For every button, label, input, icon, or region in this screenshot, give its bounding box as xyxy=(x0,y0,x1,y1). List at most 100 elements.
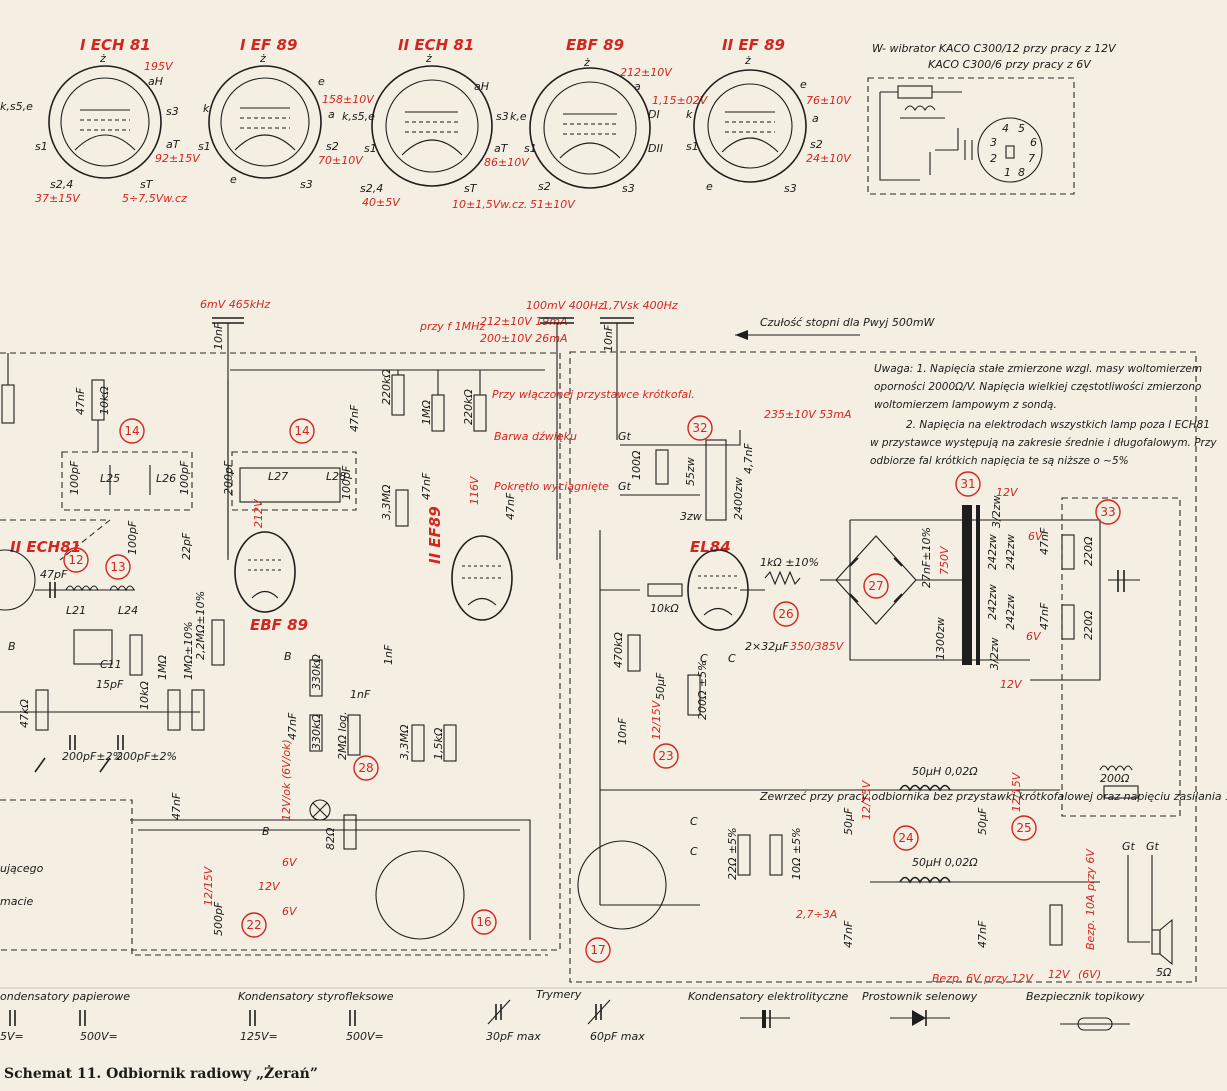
cap-label: 10nF xyxy=(212,322,225,350)
circled-ref-label: 13 xyxy=(110,560,125,574)
voltage-label: 40±5V xyxy=(362,196,401,209)
component-label: 47nF xyxy=(420,472,433,500)
pin-label: ż xyxy=(99,52,106,65)
sensitivity-label: Czułość stopni dla Pwyj 500mW xyxy=(760,316,936,329)
voltage-label: 116V xyxy=(468,475,481,505)
circled-ref-label: 27 xyxy=(868,579,883,593)
tube-base-5: II EF 89 ż e k a s1 s2 e s3 76±10V 24±10… xyxy=(686,36,852,195)
circled-ref-label: 12 xyxy=(68,553,83,567)
bias-label: B xyxy=(284,650,292,663)
circled-ref-label: 16 xyxy=(476,915,491,929)
circled-ref-label: 14 xyxy=(294,424,309,438)
voltage-label: 92±15V xyxy=(155,152,201,165)
pin-label: a xyxy=(328,108,335,121)
signal-annotations: 6mV 465kHz 10nF przy f 1MHz 212±10V 19mA… xyxy=(200,298,936,560)
cap-label: 10nF xyxy=(602,324,615,352)
note-line: w przystawce występują na zakresie średn… xyxy=(870,437,1217,449)
tube-label: II EF89 xyxy=(426,506,444,564)
circled-ref-label: 31 xyxy=(960,477,975,491)
pin-label: s1 xyxy=(35,140,48,153)
circled-ref-24: 24 xyxy=(893,825,919,851)
voltage-label: 12/15V xyxy=(860,779,873,820)
voltage-label: 195V xyxy=(144,60,174,73)
component-label: 15pF xyxy=(96,678,124,691)
vibrator-pin: 7 xyxy=(1028,152,1035,165)
component-label: 82Ω xyxy=(324,827,337,850)
pin-label: aH xyxy=(474,80,489,93)
voltage-label: 212±10V xyxy=(620,66,673,79)
component-label: 50µH 0,02Ω xyxy=(912,856,978,869)
legend-electrolytic: Kondensatory elektrolityczne xyxy=(688,990,849,1003)
voltage-label: 6V xyxy=(1026,630,1042,643)
gt-label: Gt xyxy=(1122,840,1136,853)
component-label: 220Ω xyxy=(1082,536,1095,566)
component-label: 10kΩ xyxy=(98,386,111,415)
pin-label: aT xyxy=(494,142,509,155)
component-label: C11 xyxy=(100,658,122,671)
note-line: oporności 2000Ω/V. Napięcia wielkiej czę… xyxy=(874,381,1201,393)
component-label: 1nF xyxy=(382,644,395,665)
voltage-label: 212V xyxy=(252,498,265,528)
component-label: 1MΩ xyxy=(420,400,433,425)
component-label: 242zw xyxy=(986,534,999,570)
component-label: L28 xyxy=(326,470,346,483)
component-label: 47nF xyxy=(842,920,855,948)
component-label: 22Ω ±5% xyxy=(726,827,739,880)
legend: ondensatory papierowe 5V= 500V= Kondensa… xyxy=(0,987,1227,1043)
pin-label: aT xyxy=(166,138,181,151)
tube-base-2: I EF 89 ż e k a s2 s1 e s3 158±10V 70±10… xyxy=(198,36,375,191)
component-label: L25 xyxy=(100,472,120,485)
pin-label: s2 xyxy=(810,138,823,151)
component-label: 3,3MΩ xyxy=(380,484,393,520)
tube-label: EL84 xyxy=(690,538,731,556)
pin-label: ż xyxy=(583,56,590,69)
component-label: 100Ω xyxy=(630,450,643,480)
vibrator-pin: 4 xyxy=(1002,122,1009,135)
note-line: 2. Napięcia na elektrodach wszystkich la… xyxy=(906,419,1210,431)
przystawka-note: Przy włączonej przystawce krótkofal. xyxy=(492,388,695,401)
component-label: L21 xyxy=(66,604,86,617)
component-label: 200pF±2% xyxy=(62,750,123,763)
circled-ref-26: 26 xyxy=(773,601,799,627)
barwa-note: Barwa dźwięku xyxy=(494,430,577,443)
component-label: 3zw xyxy=(680,510,702,523)
signal-label: 212±10V 19mA xyxy=(480,315,567,328)
voltage-label: 1,15±02V xyxy=(652,94,709,107)
component-label: 55zw xyxy=(684,457,697,486)
circled-ref-label: 22 xyxy=(246,918,261,932)
component-label: 1,5kΩ xyxy=(432,727,445,760)
pin-label: s3 xyxy=(496,110,509,123)
frames xyxy=(0,351,1197,983)
component-label: 50µF xyxy=(654,672,667,700)
circled-ref-23: 23 xyxy=(653,743,679,769)
voltage-label: 6V xyxy=(282,856,298,869)
component-label: 22pF xyxy=(180,532,193,560)
component-label: 242zw xyxy=(1004,594,1017,630)
circled-ref-label: 14 xyxy=(124,424,139,438)
component-label: 50µH 0,02Ω xyxy=(912,765,978,778)
pin-label: s2,4 xyxy=(50,178,73,191)
voltage-label: 12/15V xyxy=(1010,771,1023,812)
vibrator-pin: 2 xyxy=(990,152,997,165)
signal-label: 200±10V 26mA xyxy=(480,332,567,345)
voltage-label: 12V xyxy=(258,880,281,893)
note-line: woltomierzem lampowym z sondą. xyxy=(874,399,1057,411)
legend-fuse: Bezpiecznik topikowy xyxy=(1026,990,1145,1003)
voltage-label: 6V xyxy=(1028,530,1044,543)
voltage-label: (6V) xyxy=(1078,968,1101,981)
vibrator-line2: KACO C300/6 przy pracy z 6V xyxy=(928,58,1092,71)
lamp-label: 12V/ok (6V/ok) xyxy=(280,739,293,821)
voltage-label: 750V xyxy=(938,545,951,575)
component-label: 50µF xyxy=(976,807,989,835)
component-label: 3,3MΩ xyxy=(398,724,411,760)
component-label: L27 xyxy=(268,470,288,483)
component-label: 47nF xyxy=(976,920,989,948)
vibrator-block: W- wibrator KACO C300/12 przy pracy z 12… xyxy=(867,42,1117,195)
tube-label: II ECH 81 xyxy=(398,36,474,54)
component-label: L24 xyxy=(118,604,138,617)
vibrator-line1: W- wibrator KACO C300/12 przy pracy z 12… xyxy=(872,42,1117,55)
circled-ref-25: 25 xyxy=(1011,815,1037,841)
voltage-label: 5÷7,5Vw.cz xyxy=(122,192,187,205)
circled-ref-17: 17 xyxy=(585,937,611,963)
